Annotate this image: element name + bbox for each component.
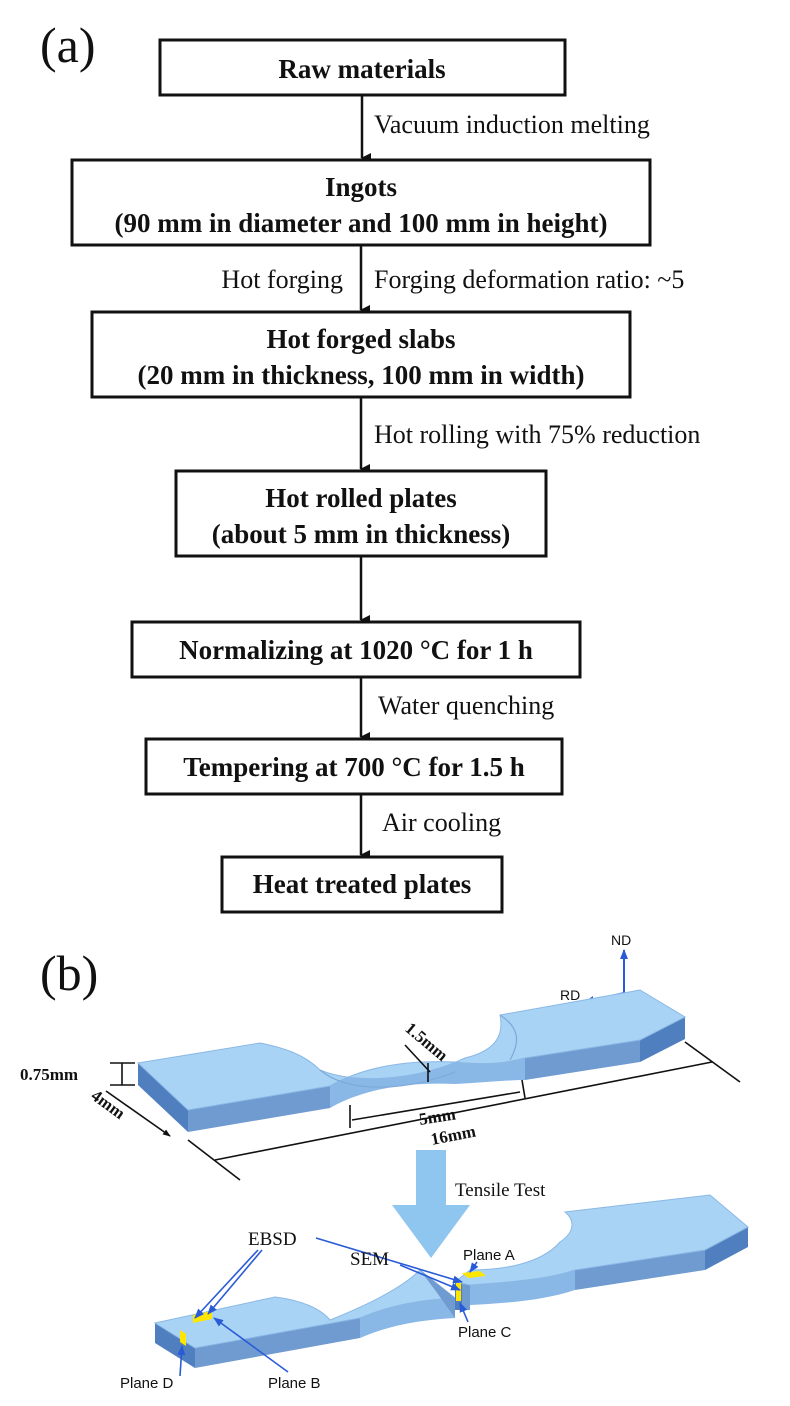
left-piece-top-face bbox=[153, 1269, 457, 1349]
rd-label: RD bbox=[560, 987, 580, 1003]
flow-box-raw-materials bbox=[158, 38, 567, 97]
dim-radius: 1.5mm bbox=[401, 1019, 451, 1065]
plane-a-highlight bbox=[462, 1271, 486, 1278]
flow-box-normalizing bbox=[130, 620, 582, 679]
left-piece-end-face bbox=[155, 1323, 195, 1368]
process-label: Vacuum induction melting bbox=[374, 110, 650, 139]
specimen-lower bbox=[153, 1194, 749, 1368]
right-piece-side-face bbox=[575, 1250, 705, 1290]
panel-b-label: (b) bbox=[40, 945, 98, 1001]
flow-box-tempering bbox=[144, 737, 564, 796]
dim-line bbox=[351, 1091, 521, 1121]
right-piece-end-face bbox=[705, 1227, 748, 1270]
fillet-curve-line bbox=[499, 1014, 518, 1061]
process-label: Forging deformation ratio: ~5 bbox=[374, 265, 684, 294]
dim-tick bbox=[521, 1079, 526, 1099]
left-piece-gauge-side bbox=[360, 1298, 455, 1338]
left-piece-fracture-face bbox=[420, 1270, 455, 1318]
process-label: Water quenching bbox=[378, 691, 554, 720]
flow-box-subtext: (20 mm in thickness, 100 mm in width) bbox=[137, 360, 584, 390]
plane-d-leader bbox=[177, 1345, 186, 1377]
ebsd-leader-1 bbox=[194, 1249, 259, 1319]
sem-label: SEM bbox=[350, 1249, 389, 1270]
flow-box-ingots bbox=[70, 158, 652, 247]
flow-box-text: Normalizing at 1020 °C for 1 h bbox=[179, 635, 533, 665]
ebsd-label: EBSD bbox=[248, 1229, 297, 1250]
leader-lines bbox=[177, 1237, 479, 1377]
specimen-end-face bbox=[138, 1063, 188, 1132]
flow-box-text: Ingots bbox=[325, 172, 397, 202]
flow-box-text: Hot rolled plates bbox=[265, 483, 457, 513]
flow-box-text: Hot forged slabs bbox=[267, 324, 456, 354]
specimen-end-face-2 bbox=[640, 1017, 685, 1062]
left-piece-side-face bbox=[195, 1318, 360, 1368]
plane-d-label: Plane D bbox=[120, 1375, 174, 1392]
plane-d-highlight bbox=[180, 1330, 186, 1346]
specimen-side-face bbox=[188, 1086, 330, 1132]
flow-box-subtext: (about 5 mm in thickness) bbox=[212, 519, 511, 549]
sem-leader bbox=[399, 1264, 461, 1291]
nd-label: ND bbox=[611, 932, 631, 948]
tensile-test-label: Tensile Test bbox=[455, 1180, 546, 1201]
flow-box-hot-forged-slabs bbox=[90, 310, 632, 399]
plane-a-label: Plane A bbox=[463, 1247, 515, 1264]
dim-line bbox=[404, 1044, 431, 1073]
flow-box-heat-treated-plates bbox=[220, 855, 504, 914]
process-label: Hot rolling with 75% reduction bbox=[374, 420, 700, 449]
right-piece-fracture-side bbox=[462, 1282, 470, 1310]
specimen-top-face bbox=[136, 989, 687, 1111]
ebsd-leader-3 bbox=[315, 1237, 463, 1284]
dim-width: 4mm bbox=[88, 1086, 129, 1123]
plane-a-leader bbox=[469, 1261, 479, 1273]
specimen-upper bbox=[136, 989, 687, 1132]
plane-c-label: Plane C bbox=[458, 1324, 512, 1341]
specimen-side-face-2 bbox=[525, 1040, 640, 1080]
dim-tick bbox=[684, 1041, 741, 1083]
plane-b-label: Plane B bbox=[268, 1375, 321, 1392]
flow-box-text: Raw materials bbox=[278, 54, 445, 84]
plane-c-highlight bbox=[456, 1283, 461, 1301]
right-piece-top-face bbox=[453, 1194, 749, 1286]
right-piece-gauge-side bbox=[470, 1270, 575, 1305]
flow-box-subtext: (90 mm in diameter and 100 mm in height) bbox=[115, 208, 608, 238]
flow-box-text: Tempering at 700 °C for 1.5 h bbox=[183, 752, 525, 782]
ebsd-leader-2 bbox=[207, 1249, 263, 1315]
process-label: Air cooling bbox=[382, 808, 501, 837]
dim-tick bbox=[187, 1139, 241, 1181]
tensile-test-arrow bbox=[392, 1150, 470, 1258]
flow-box-text: Heat treated plates bbox=[253, 869, 471, 899]
dim-line bbox=[105, 1090, 171, 1137]
panel-a-label: (a) bbox=[40, 17, 96, 73]
plane-c-leader bbox=[459, 1302, 469, 1323]
gauge-curve-line bbox=[319, 1069, 456, 1088]
dim-line bbox=[214, 1061, 713, 1161]
process-label: Hot forging bbox=[221, 265, 343, 294]
plane-b-leader bbox=[213, 1317, 289, 1373]
specimen-gauge-side-2 bbox=[455, 1058, 525, 1084]
dim-thickness: 0.75mm bbox=[20, 1065, 78, 1084]
